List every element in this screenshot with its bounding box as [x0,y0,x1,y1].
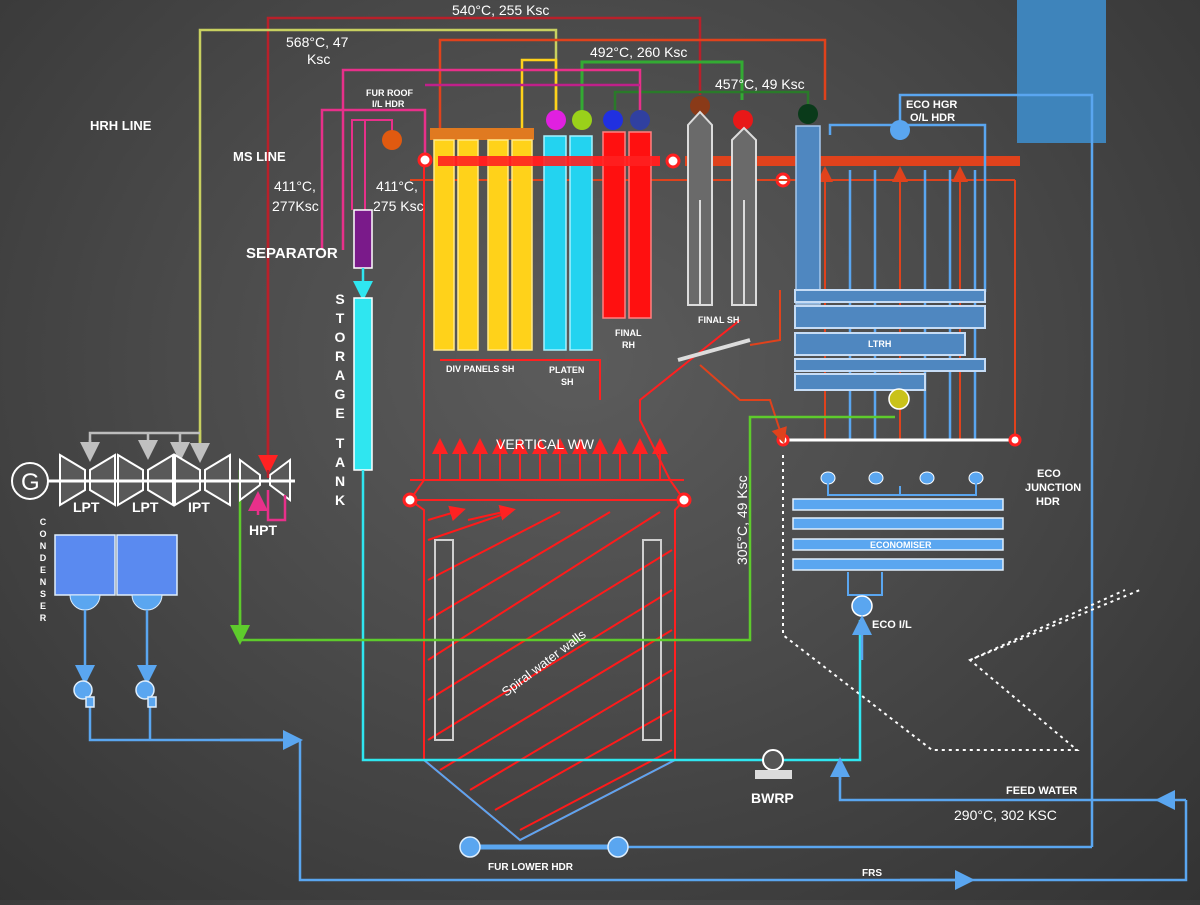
svg-text:A: A [335,454,345,470]
label-feed-water: FEED WATER [1006,785,1077,797]
label-div-temp: 492°C, 260 Ksc [590,44,687,60]
label-rh-temp: 457°C, 49 Ksc [715,76,805,92]
label-cold-rh: 305°C, 49 Ksc [734,475,750,565]
spiral-water-walls [427,511,673,831]
label-sep-temp-1: 411°C, [274,178,316,194]
storage-tank [353,297,373,471]
header-blue [603,110,623,130]
label-hrh-temp-1: 568°C, 47 [286,34,349,50]
label-eco-hgr-1: ECO HGR [906,99,957,111]
header-navy [630,110,650,130]
label-eco-junction-1: ECO [1037,468,1061,480]
fur-roof-header [382,130,402,150]
header-red [733,110,753,130]
ltrh-outlet-valve [888,388,910,410]
svg-text:R: R [335,348,345,364]
label-lpt-2: LPT [132,499,159,515]
label-fur-lower-hdr: FUR LOWER HDR [488,862,574,873]
final-sh [687,110,757,306]
final-sh-steam-line [613,90,810,112]
label-fur-roof-1: FUR ROOF [366,88,413,98]
label-frs: FRS [862,868,882,879]
svg-text:T: T [336,435,345,451]
vertical-ww-arrows [432,438,668,480]
economiser [792,498,1004,571]
hpt-exhaust-loop [266,490,287,522]
label-eco-il: ECO I/L [872,619,912,631]
label-final-rh-2: RH [622,340,635,350]
svg-text:G: G [335,386,346,402]
label-lpt-1: LPT [73,499,100,515]
generator [11,462,49,500]
svg-text:N: N [40,577,47,587]
fur-lower-header [459,836,629,858]
svg-text:E: E [40,601,46,611]
svg-text:C: C [40,517,47,527]
header-brown [690,96,710,116]
label-hrh-temp-2: Ksc [307,51,330,67]
ltrh [794,289,986,391]
label-fur-roof-2: I/L HDR [372,99,405,109]
div-panels-sh [433,139,533,351]
label-final-sh: FINAL SH [698,315,739,325]
label-vertical-ww: VERTICAL WW [496,436,595,452]
header-magenta [546,110,566,130]
svg-text:N: N [335,473,345,489]
svg-text:E: E [335,405,344,421]
svg-text:R: R [40,613,47,623]
header-darkgreen [798,104,818,124]
label-eco-hgr-2: O/L HDR [910,112,955,124]
label-platen-2: SH [561,377,574,387]
svg-text:O: O [335,329,346,345]
svg-text:A: A [335,367,345,383]
label-platen-1: PLATEN [549,365,584,375]
fur-roof-loop [341,68,642,250]
label-economiser: ECONOMISER [870,540,932,550]
svg-text:S: S [335,291,344,307]
label-ms-line: MS LINE [233,149,286,164]
svg-text:E: E [40,565,46,575]
label-bwrp: BWRP [751,790,794,806]
final-rh [602,131,652,319]
label-eco-junction-3: HDR [1036,496,1060,508]
svg-text:D: D [40,553,47,563]
div-steam-line [580,60,744,112]
div-panels-sh-header [430,128,534,140]
cold-reheat-line [238,415,895,642]
label-ms-temp: 540°C, 255 Ksc [452,2,549,18]
label-sep-temp-2: 277Ksc [272,198,319,214]
label-hpt: HPT [249,522,277,538]
label-hrh-line: HRH LINE [90,118,152,133]
svg-text:O: O [39,529,46,539]
label-final-rh-1: FINAL [615,328,642,338]
label-roof-temp-1: 411°C, [376,178,418,194]
label-ipt: IPT [188,499,210,515]
header-lime [572,110,592,130]
backpass-column [795,125,821,305]
label-ltrh: LTRH [868,339,891,349]
label-generator: G [21,469,40,496]
turbine-steam-grey [80,431,200,462]
svg-text:K: K [335,492,345,508]
svg-text:N: N [40,541,47,551]
label-storage-tank: S T O R A G E T A N K [335,291,346,508]
separator [353,209,373,269]
svg-text:T: T [336,310,345,326]
condensate-pumps [73,680,157,708]
label-div-panels: DIV PANELS SH [446,364,514,374]
condensers [54,534,178,596]
label-roof-temp-2: 275 Ksc [373,198,424,214]
svg-text:S: S [40,589,46,599]
backpass-outline [782,455,1141,751]
label-fw-temp: 290°C, 302 KSC [954,807,1057,823]
bwrp-pump [755,749,792,779]
label-condenser: C O N D E N S E R [39,517,46,623]
feed-water-line [298,740,1188,882]
label-separator: SEPARATOR [246,245,338,262]
eco-inlet-header [851,595,873,617]
label-eco-junction-2: JUNCTION [1025,482,1081,494]
platen-sh [543,135,593,351]
